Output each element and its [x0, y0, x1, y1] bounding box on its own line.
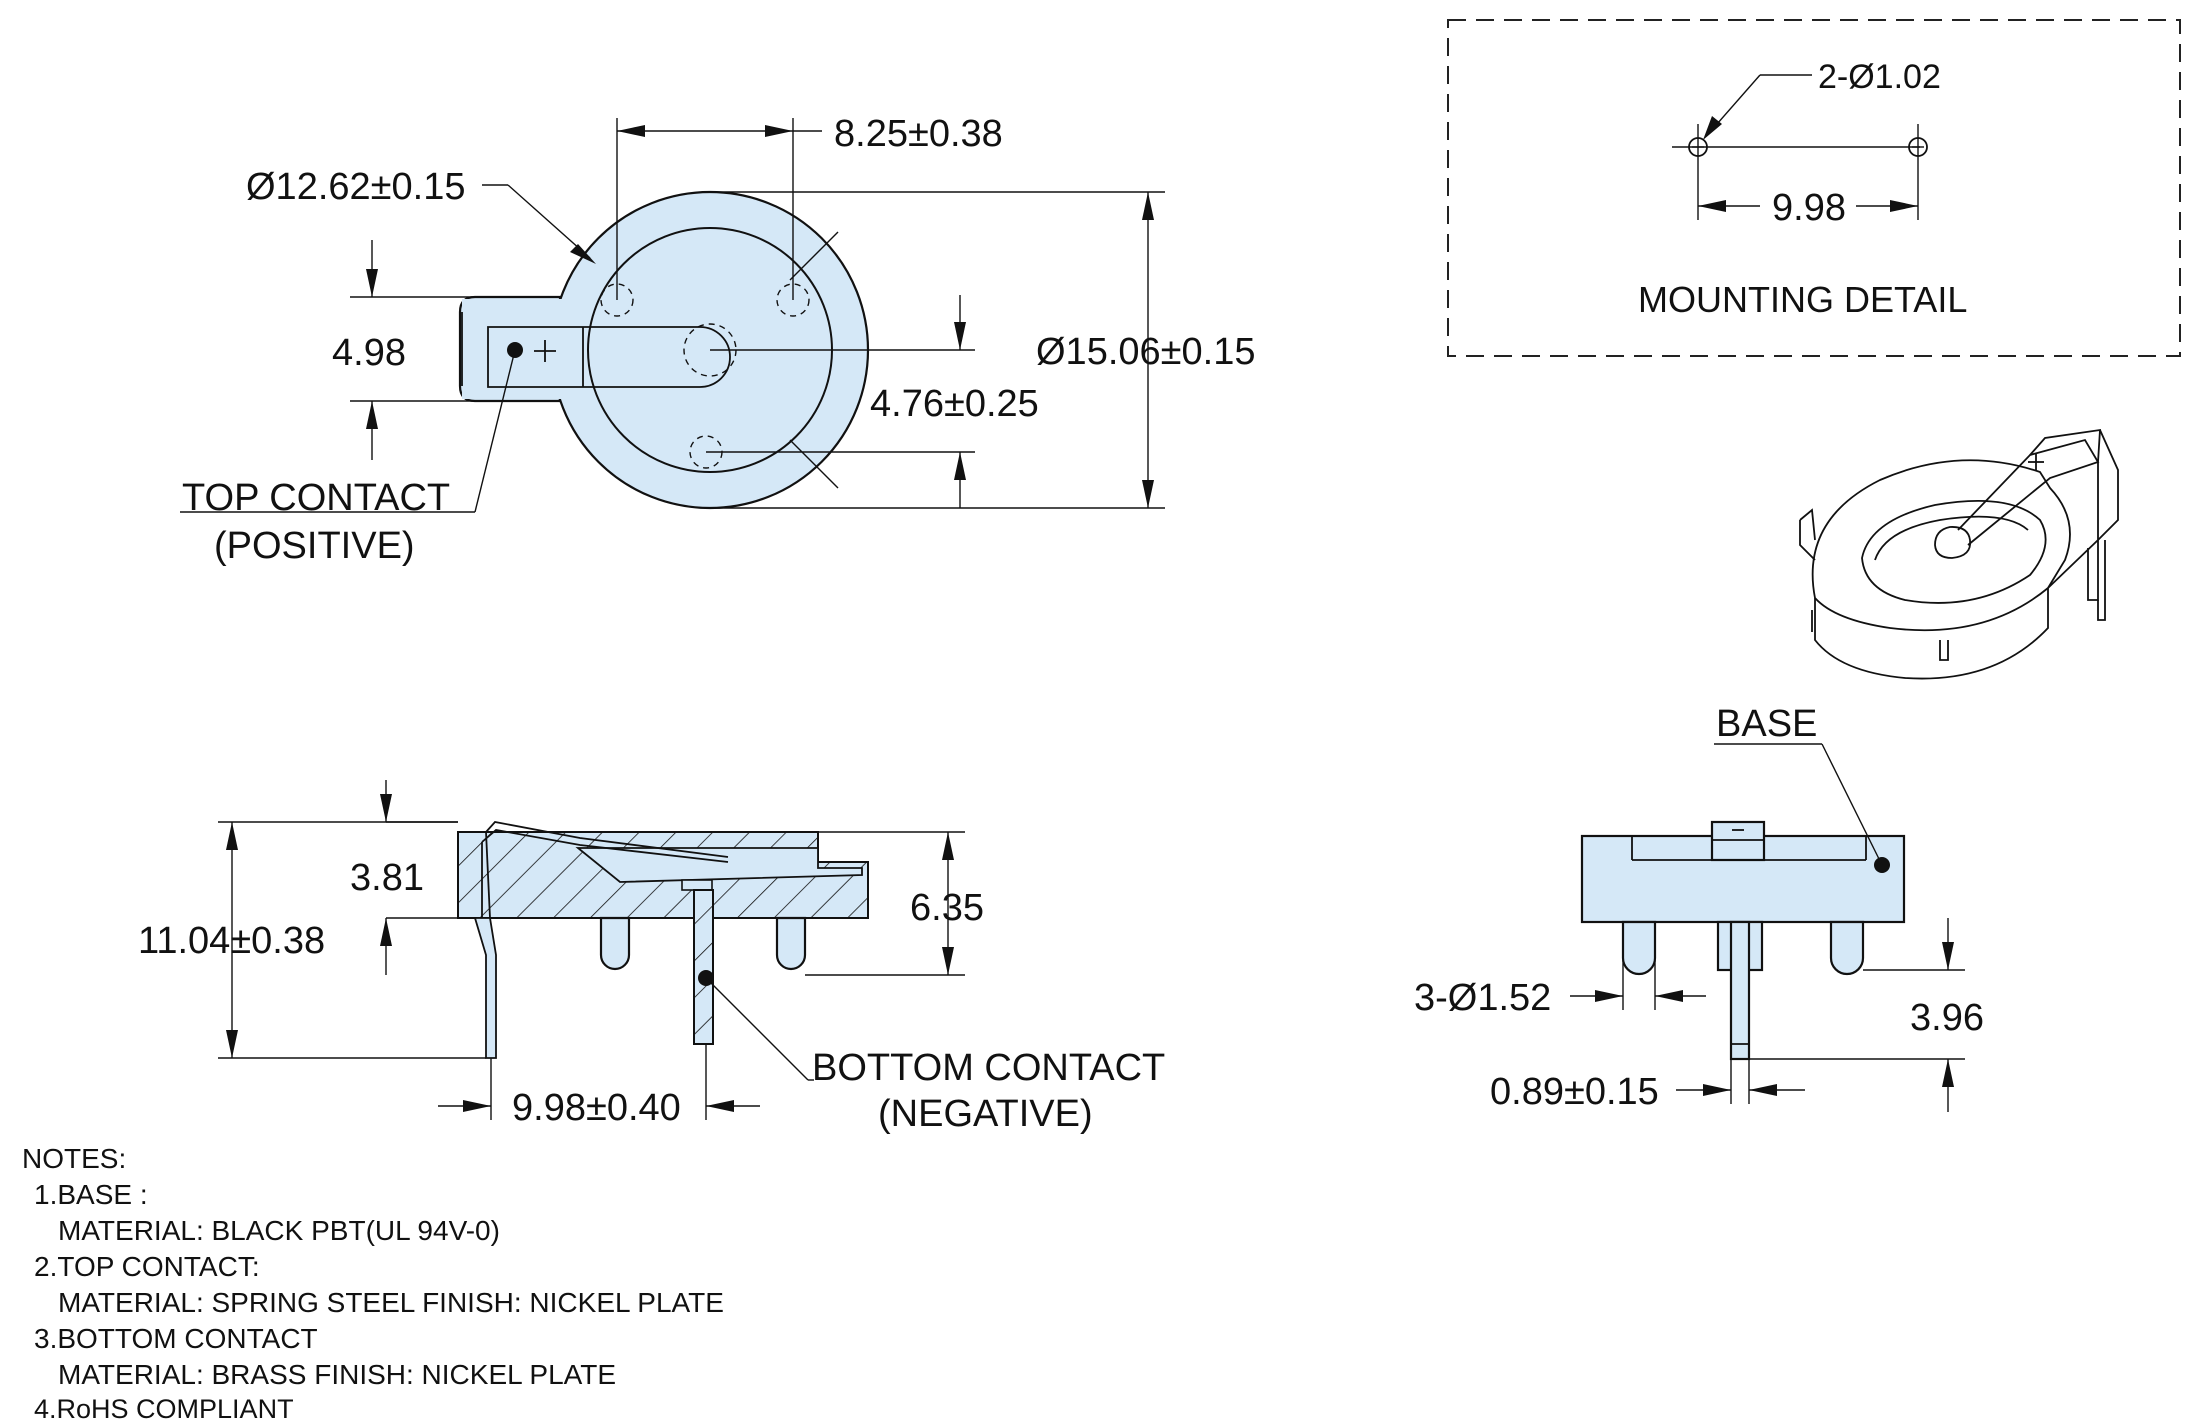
mounting-detail: 2-Ø1.02 9.98 MOUNTING DETAIL — [1447, 19, 2181, 357]
note-line: 3.BOTTOM CONTACT — [34, 1323, 318, 1354]
mounting-detail-title: MOUNTING DETAIL — [1638, 279, 1967, 320]
side-view: 3.81 11.04±0.38 6.35 9.98±0.40 BOTTOM CO… — [138, 780, 1165, 1135]
note-line: MATERIAL: SPRING STEEL FINISH: NICKEL PL… — [58, 1287, 724, 1318]
note-line: MATERIAL: BLACK PBT(UL 94V-0) — [58, 1215, 500, 1246]
dim-top-label: 3.81 — [350, 857, 424, 899]
dim-outer-dia-label: Ø15.06±0.15 — [1036, 331, 1255, 373]
note-line: 1.BASE : — [34, 1179, 148, 1210]
end-pin-right — [1829, 920, 1865, 976]
notes-heading: NOTES: — [22, 1143, 126, 1174]
dim-body-label: 6.35 — [910, 887, 984, 929]
mounting-detail-frame — [1447, 19, 2181, 357]
note-line: MATERIAL: BRASS FINISH: NICKEL PLATE — [58, 1359, 616, 1390]
notes-block: NOTES: 1.BASE : MATERIAL: BLACK PBT(UL 9… — [22, 1143, 724, 1420]
top-contact-sub-label: (POSITIVE) — [214, 525, 415, 567]
locating-peg-left — [599, 916, 631, 971]
mounting-spacing-label: 9.98 — [1772, 187, 1846, 229]
bottom-contact-label: BOTTOM CONTACT — [812, 1047, 1165, 1089]
note-line: 2.TOP CONTACT: — [34, 1251, 260, 1282]
end-pin-width-label: 0.89±0.15 — [1490, 1071, 1659, 1113]
end-pin-left — [1621, 920, 1657, 976]
dim-inner-dia-label: Ø12.62±0.15 — [246, 166, 465, 208]
mounting-hole-right — [1908, 137, 1928, 157]
end-view: BASE 3-Ø1.52 3.96 0.89±0.15 — [1414, 703, 1984, 1113]
mounting-hole-left — [1688, 137, 1708, 157]
bottom-contact-sub-label: (NEGATIVE) — [878, 1093, 1093, 1135]
locating-peg-right — [775, 916, 807, 971]
note-line: 4.RoHS COMPLIANT — [34, 1394, 294, 1420]
base-label: BASE — [1716, 703, 1817, 745]
dim-tab-height-label: 4.98 — [332, 332, 406, 374]
mounting-holes-label: 2-Ø1.02 — [1818, 58, 1941, 96]
top-view: 8.25±0.38 Ø12.62±0.15 4.98 Ø15.06±0.15 4… — [180, 113, 1255, 567]
end-pin-length-label: 3.96 — [1910, 997, 1984, 1039]
isometric-view — [1799, 428, 2119, 680]
top-contact-label: TOP CONTACT — [182, 477, 450, 519]
dim-width-label: 8.25±0.38 — [834, 113, 1003, 155]
dim-offset-label: 4.76±0.25 — [870, 383, 1039, 425]
dim-pitch-label: 9.98±0.40 — [512, 1087, 681, 1129]
top-contact-strip — [487, 326, 731, 388]
dim-height-label: 11.04±0.38 — [138, 920, 325, 962]
end-pins-label: 3-Ø1.52 — [1414, 977, 1551, 1019]
